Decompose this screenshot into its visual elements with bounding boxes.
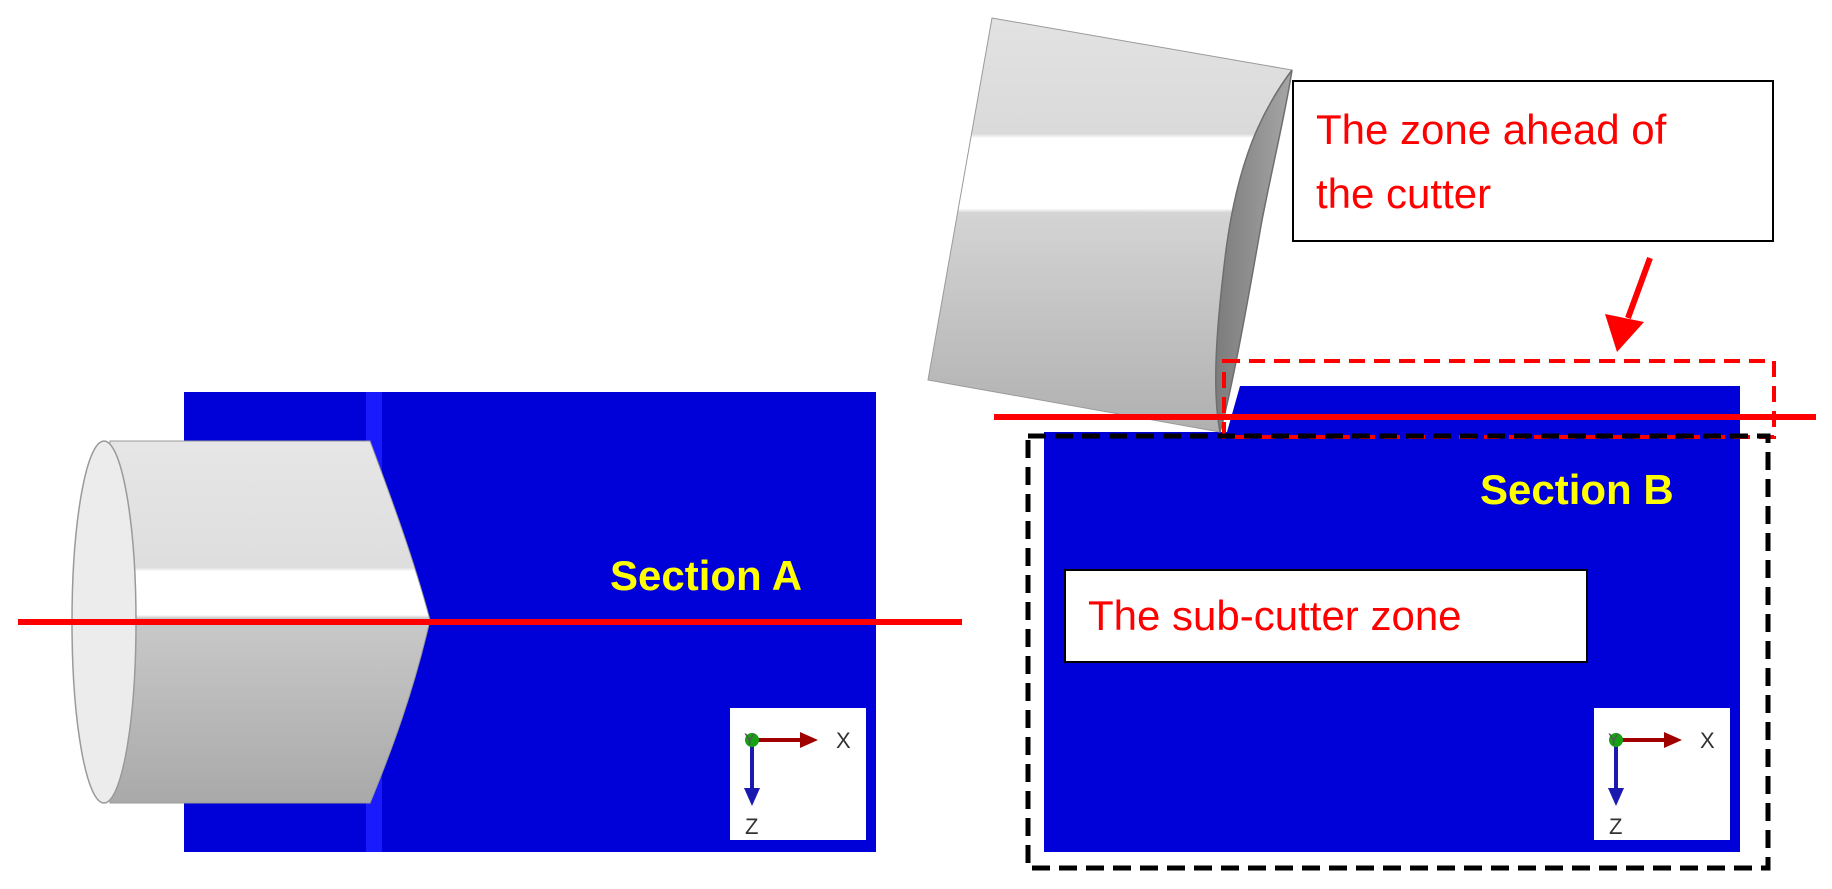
sub-cutter-callout-text: The sub-cutter zone (1088, 592, 1462, 639)
ahead-zone-callout: The zone ahead of the cutter (1292, 80, 1774, 242)
ahead-zone-arrow-icon (1605, 256, 1653, 352)
section-b-axis-triad: Y X Z (1594, 708, 1730, 840)
ahead-zone-callout-box (1292, 80, 1774, 242)
section-a-panel: Section A Y X Z (18, 392, 962, 852)
ahead-zone-callout-line2: the cutter (1316, 170, 1491, 217)
section-b-x-axis-label: X (1700, 728, 1715, 753)
section-a-z-axis-arrowhead (744, 788, 760, 806)
ahead-zone-arrow-shaft (1625, 256, 1653, 320)
section-a-x-axis-label: X (836, 728, 851, 753)
section-b-z-axis-arrowhead (1608, 788, 1624, 806)
section-a-y-axis-label: Y (744, 730, 755, 749)
section-b-panel: Section B The zone ahead of the cutter T… (927, 17, 1816, 871)
section-a-axis-triad: Y X Z (730, 708, 866, 840)
section-a-y-axis-dot (745, 733, 759, 747)
ahead-zone-callout-line1: The zone ahead of (1316, 106, 1667, 153)
sub-cutter-zone-dashed-box (1025, 433, 1771, 871)
section-a-x-axis-arrowhead (800, 732, 818, 748)
sub-cutter-callout-box (1064, 569, 1588, 663)
section-a-label: Section A (610, 552, 802, 599)
section-b-cutter-icon (927, 17, 1293, 433)
section-b-y-axis-dot (1609, 733, 1623, 747)
ahead-zone-arrow-head (1605, 314, 1644, 352)
section-b-z-axis-label: Z (1609, 814, 1622, 839)
section-b-x-axis-arrowhead (1664, 732, 1682, 748)
section-b-cutter-end-face (1214, 69, 1293, 433)
section-b-y-axis-label: Y (1608, 730, 1619, 749)
sub-cutter-callout: The sub-cutter zone (1064, 569, 1588, 663)
section-b-label: Section B (1480, 466, 1674, 513)
section-a-z-axis-label: Z (745, 814, 758, 839)
